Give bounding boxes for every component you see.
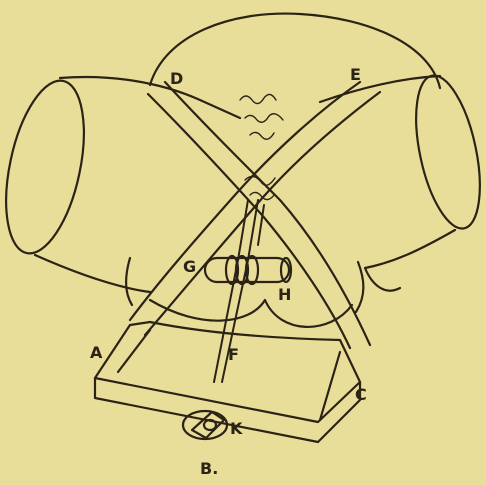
label-k: K bbox=[230, 419, 243, 438]
box-top-left bbox=[95, 322, 150, 378]
label-b: B. bbox=[200, 459, 218, 478]
left-limb bbox=[0, 74, 240, 292]
right-limb bbox=[320, 70, 486, 291]
box-top-back bbox=[150, 322, 360, 382]
label-h: H bbox=[278, 285, 291, 304]
right-limb-end bbox=[404, 70, 486, 234]
cord-f bbox=[214, 200, 264, 382]
label-f: F bbox=[228, 345, 239, 364]
body-side-right bbox=[356, 262, 363, 312]
body-side-left bbox=[126, 258, 132, 305]
box-inner bbox=[118, 330, 340, 420]
right-limb-bottom bbox=[365, 230, 455, 291]
body-lower-curve bbox=[150, 300, 352, 327]
box-front bbox=[95, 378, 360, 442]
label-g: G bbox=[183, 257, 196, 276]
left-limb-bottom bbox=[35, 255, 150, 292]
label-c: C bbox=[355, 385, 367, 404]
label-a: A bbox=[90, 343, 103, 362]
label-e: E bbox=[350, 65, 361, 84]
body-dome bbox=[150, 14, 440, 88]
screw-k bbox=[183, 411, 227, 439]
label-d: D bbox=[170, 69, 183, 88]
roller-gh bbox=[205, 256, 291, 284]
left-limb-end bbox=[0, 74, 98, 261]
